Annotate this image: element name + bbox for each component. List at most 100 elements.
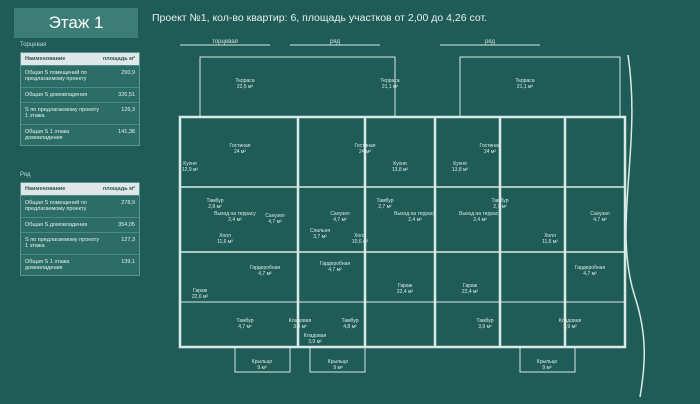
row-name: Общая S домовладения (25, 91, 88, 98)
table-row: Общая S домовладения 354,05 (21, 216, 139, 232)
room-area: 11,6 м² (542, 239, 558, 245)
room-name: Крыльцо (537, 359, 558, 365)
room-name: Крыльцо (252, 359, 273, 365)
outer-walls (178, 115, 627, 349)
room-area: 2,8 м² (208, 204, 222, 210)
room-name: Кладовая (304, 333, 327, 339)
room-area: 22,4 м² (462, 289, 479, 295)
unit-labels: торцевая ряд ряд (212, 39, 495, 45)
porch-outline (234, 346, 291, 373)
row-value: 290,9 (121, 70, 135, 76)
header-name: Наименование (25, 186, 66, 192)
room-area: 2,4 м² (473, 217, 487, 223)
room-area: 11,6 м² (217, 239, 233, 245)
row-value: 326,51 (118, 91, 135, 98)
room-name: Гостиная (480, 143, 501, 149)
room-area: 21,1 м² (382, 84, 399, 90)
porch-outline (519, 346, 576, 373)
room-area: 4,8 м² (343, 324, 357, 330)
area-table-end: Наименование площадь м² Общая S помещени… (20, 52, 140, 147)
room-name: Тамбур (477, 318, 494, 324)
row-value: 278,9 (121, 200, 135, 206)
porch-outline (309, 346, 366, 373)
section-label-row: Ряд (20, 172, 31, 178)
room-name: Кладовая (559, 318, 582, 324)
header-area: площадь м² (102, 56, 135, 62)
row-value: 126,3 (121, 106, 135, 113)
project-description: Проект №1, кол-во квартир: 6, площадь уч… (152, 12, 488, 24)
room-area: 22,4 м² (397, 289, 414, 295)
terrace-outline-right (459, 56, 621, 118)
room-name: Терраса (235, 78, 254, 84)
table-row: S по предлагаемому проекту 1 этажа 126,3 (21, 101, 139, 124)
room-name: Тамбур (342, 318, 359, 324)
room-area: 3,8 м² (293, 324, 307, 330)
room-area: 22,5 м² (237, 84, 254, 90)
row-name: S по предлагаемому проекту 1 этажа (25, 106, 100, 120)
room-name: Гардеробная (575, 265, 606, 271)
room-area: 24 м² (359, 149, 371, 155)
room-area: 3,9 м² (478, 324, 492, 330)
room-name: Тамбур (492, 198, 509, 204)
room-name: Кухня (393, 161, 407, 167)
terrace-outline-left (199, 56, 396, 118)
room-name: Санузел (265, 213, 285, 219)
room-area: 22,6 м² (192, 294, 209, 300)
room-name: Гардеробная (320, 261, 351, 267)
room-name: Выход на террасу (394, 211, 436, 217)
room-name: Терраса (515, 78, 534, 84)
room-name: Холл (544, 233, 556, 239)
row-name: Общая S помещений по предлагаемому проек… (25, 70, 87, 83)
room-area: 24 м² (234, 149, 246, 155)
table-header: Наименование площадь м² (21, 183, 139, 195)
room-name: Гостиная (355, 143, 376, 149)
plan-structure (178, 44, 646, 398)
room-area: 2,4 м² (408, 217, 422, 223)
room-name: Гараж (398, 283, 413, 289)
row-name: Общая S домовладения (25, 221, 88, 228)
room-name: Кладовая (289, 318, 312, 324)
room-area: 9 м² (333, 365, 343, 371)
room-area: 21,1 м² (517, 84, 534, 90)
row-value: 127,3 (121, 236, 135, 243)
room-name: Кухня (453, 161, 467, 167)
room-name: Выход на террасу (214, 211, 256, 217)
room-name: Тамбур (377, 198, 394, 204)
room-area: 9 м² (257, 365, 267, 371)
room-area: 3,7 м² (313, 234, 327, 240)
room-name: Терраса (380, 78, 399, 84)
header-name: Наименование (25, 56, 66, 62)
row-value: 354,05 (118, 221, 135, 228)
row-value: 141,38 (118, 128, 135, 135)
table-row: Общая S помещений по предлагаемому проек… (21, 195, 139, 217)
room-area: 9 м² (542, 365, 552, 371)
unit-label: ряд (330, 39, 341, 45)
